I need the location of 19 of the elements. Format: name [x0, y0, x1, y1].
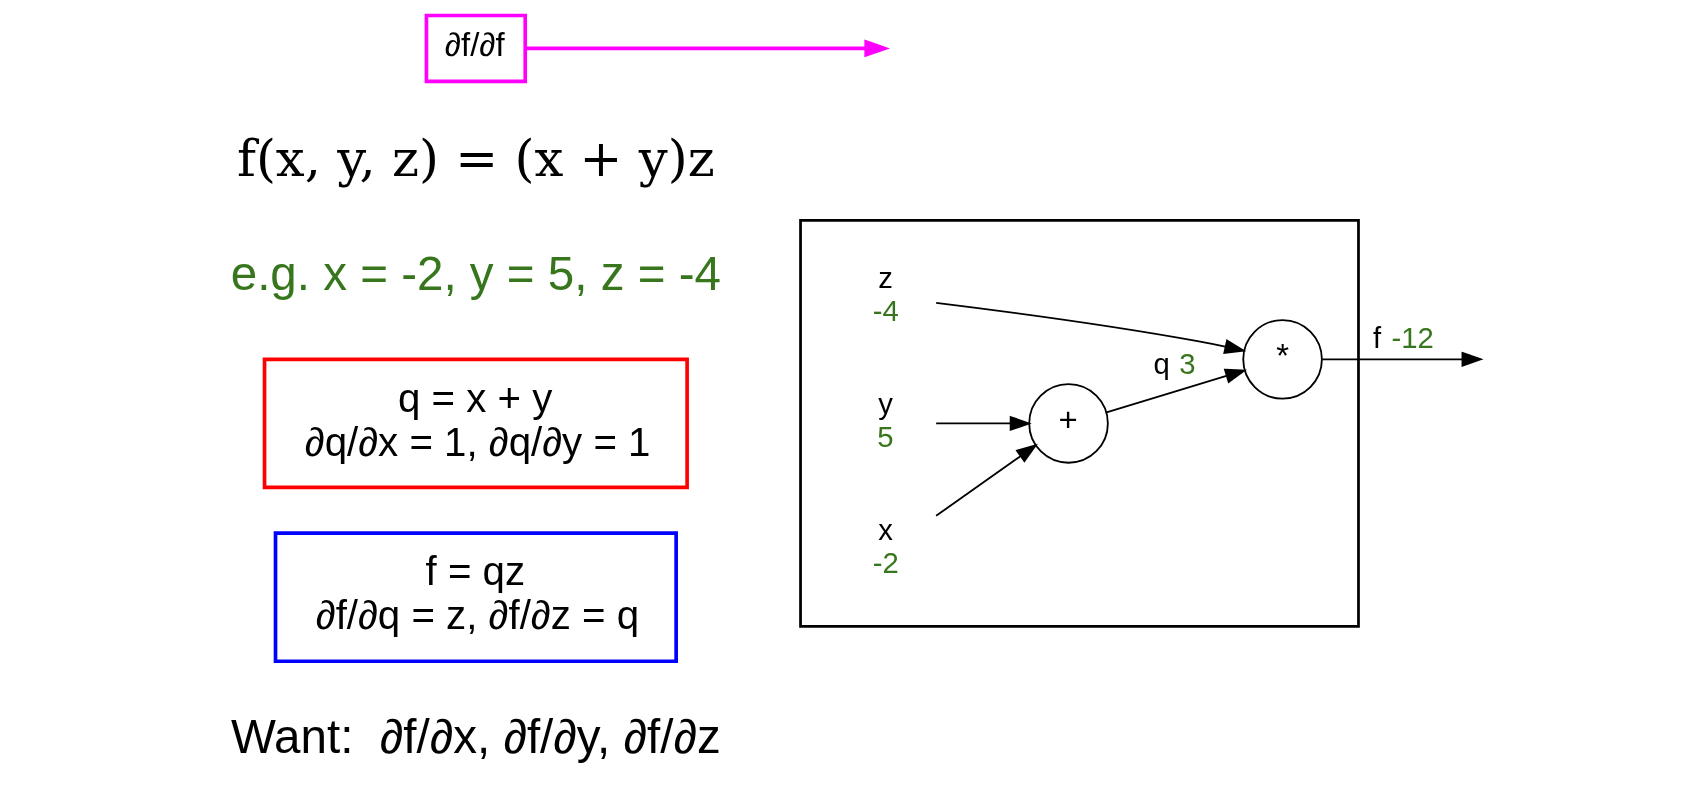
edge-label: f -12 [1373, 322, 1434, 355]
label: e.g. x = -2, y = 5, z = -4 [230, 247, 721, 301]
node-text: x -2 [872, 514, 899, 580]
arrow [935, 443, 1038, 517]
arrow [935, 415, 1032, 432]
node-box: f = qz ∂f/∂q = z, ∂f/∂z = q [273, 531, 678, 664]
node-circle: + [1028, 383, 1109, 464]
node-text: z -4 [872, 261, 899, 327]
node-box: ∂f/∂f [424, 13, 528, 84]
arrow [1321, 351, 1484, 368]
node-box: q = x + y ∂q/∂x = 1, ∂q/∂y = 1 [262, 357, 689, 490]
arrow [935, 301, 1247, 354]
label: f(x, y, z) = (x + y)z [236, 128, 715, 189]
node-circle: * [1242, 319, 1323, 400]
label: Want: ∂f/∂x, ∂f/∂y, ∂f/∂z [230, 710, 721, 764]
node-text: y 5 [877, 387, 894, 453]
arrow [1105, 368, 1247, 414]
cluster [799, 218, 1360, 628]
edge-label: q 3 [1153, 347, 1196, 380]
